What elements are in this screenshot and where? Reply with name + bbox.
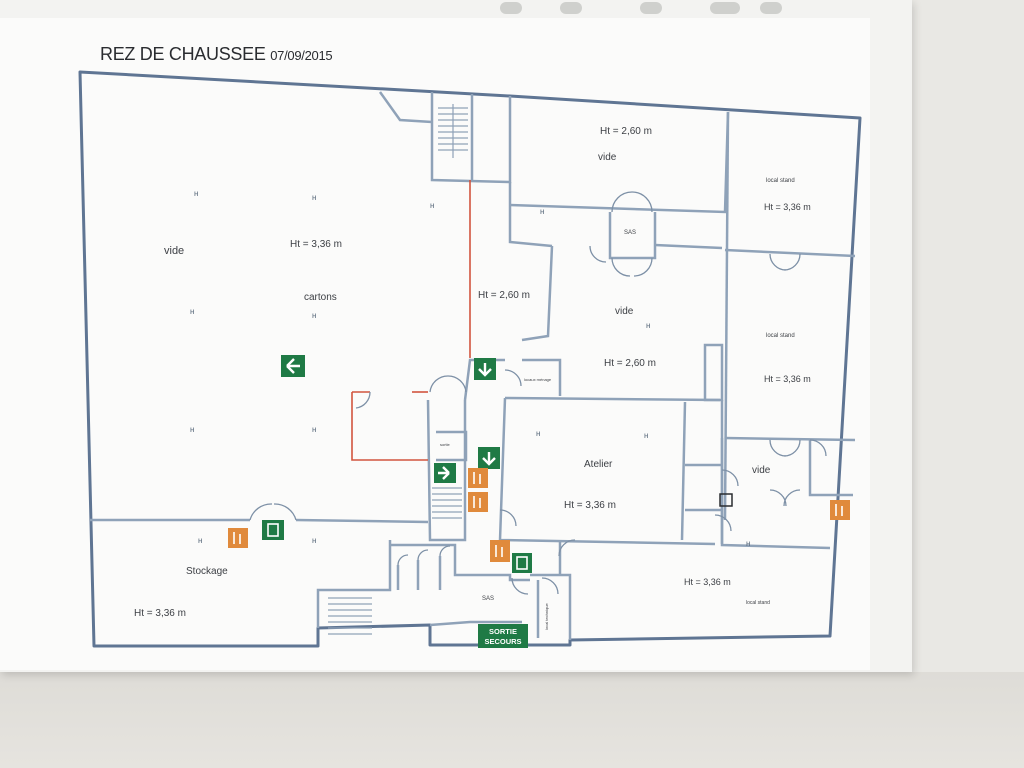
room-label: local stand bbox=[746, 600, 770, 606]
room-label: local stand bbox=[766, 333, 795, 339]
svg-text:н: н bbox=[536, 429, 540, 438]
inner-walls bbox=[90, 91, 856, 640]
room-height: Ht = 2,60 m bbox=[600, 126, 652, 137]
room-labels: vide Ht = 3,36 m cartons Ht = 2,60 m vid… bbox=[134, 126, 811, 630]
equipment-marker bbox=[719, 493, 733, 507]
sleeve-hole bbox=[560, 2, 582, 14]
arrow-down-icon bbox=[478, 447, 500, 469]
room-label: SAS bbox=[482, 596, 494, 602]
staircase-top bbox=[438, 104, 468, 158]
floor-plan-paper bbox=[0, 18, 870, 670]
room-label: locaux ménage bbox=[524, 377, 552, 382]
arrow-right-icon bbox=[434, 463, 456, 483]
sleeve-hole bbox=[710, 2, 740, 14]
svg-text:н: н bbox=[190, 307, 194, 316]
room-height: Ht = 3,36 m bbox=[134, 608, 186, 619]
room-height: Ht = 2,60 m bbox=[478, 290, 530, 301]
svg-text:н: н bbox=[190, 425, 194, 434]
room-label: local stand bbox=[766, 178, 795, 184]
room-label: vide bbox=[164, 245, 184, 257]
room-label: cartons bbox=[304, 292, 337, 303]
room-label: local technique bbox=[544, 603, 549, 630]
door-swings bbox=[249, 191, 827, 595]
room-label: vide bbox=[598, 152, 617, 163]
svg-text:н: н bbox=[312, 425, 316, 434]
arrow-down-icon bbox=[474, 358, 496, 380]
svg-text:н: н bbox=[312, 536, 316, 545]
room-height: Ht = 2,60 m bbox=[604, 358, 656, 369]
room-label: vide bbox=[615, 306, 634, 317]
plan-date: 07/09/2015 bbox=[270, 48, 333, 63]
room-label: Atelier bbox=[584, 459, 613, 470]
staircase-lower bbox=[328, 487, 462, 635]
arrow-left-icon bbox=[281, 355, 305, 377]
emergency-exit-icon bbox=[512, 553, 532, 573]
room-height: Ht = 3,36 m bbox=[764, 374, 811, 384]
column-markers: н н н н н н н н н н н н н н bbox=[190, 189, 750, 548]
emergency-exit-icon bbox=[262, 520, 284, 540]
svg-text:н: н bbox=[194, 189, 198, 198]
room-label: Stockage bbox=[186, 566, 228, 577]
secours-text: SECOURS bbox=[484, 637, 521, 646]
red-boundary-lines bbox=[351, 180, 471, 461]
sleeve-hole bbox=[640, 2, 662, 14]
svg-text:н: н bbox=[644, 431, 648, 440]
room-label: sortie bbox=[440, 442, 451, 447]
fire-extinguisher-glyph bbox=[233, 472, 843, 557]
svg-text:н: н bbox=[198, 536, 202, 545]
svg-text:н: н bbox=[540, 207, 544, 216]
room-label: SAS bbox=[624, 230, 636, 236]
sleeve-hole bbox=[760, 2, 782, 14]
sortie-secours-sign: SORTIE SECOURS bbox=[478, 624, 528, 648]
room-height: Ht = 3,36 m bbox=[564, 500, 616, 511]
plan-title: REZ DE CHAUSSEE 07/09/2015 bbox=[100, 44, 333, 65]
room-height: Ht = 3,36 m bbox=[764, 202, 811, 212]
wall-background bbox=[0, 672, 1024, 768]
sleeve-hole bbox=[500, 2, 522, 14]
room-label: vide bbox=[752, 465, 771, 476]
svg-text:н: н bbox=[312, 311, 316, 320]
svg-text:н: н bbox=[430, 201, 434, 210]
svg-text:н: н bbox=[746, 539, 750, 548]
svg-text:н: н bbox=[646, 321, 650, 330]
svg-text:н: н bbox=[312, 193, 316, 202]
plan-title-text: REZ DE CHAUSSEE bbox=[100, 44, 266, 64]
room-height: Ht = 3,36 m bbox=[290, 239, 342, 250]
sortie-text: SORTIE bbox=[489, 627, 517, 636]
room-height: Ht = 3,36 m bbox=[684, 577, 731, 587]
fire-extinguisher-icon bbox=[228, 468, 850, 562]
